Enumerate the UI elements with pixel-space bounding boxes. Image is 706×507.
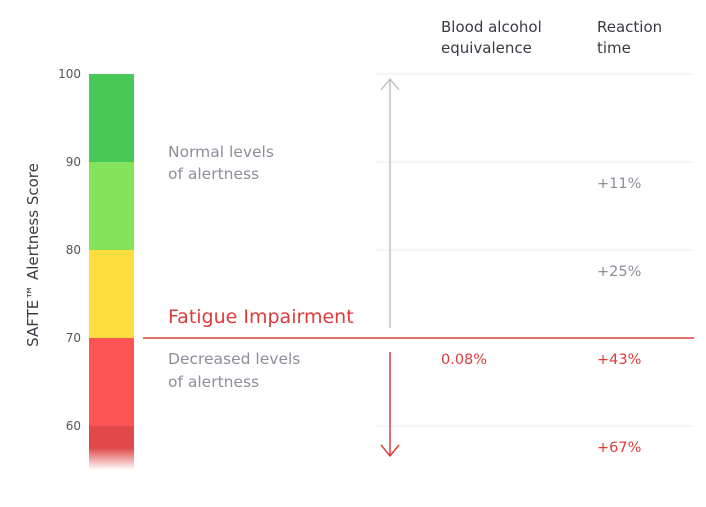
reaction-value-70: +43% [597, 352, 641, 368]
bac-value-70: 0.08% [441, 352, 487, 368]
y-tick-100: 100 [58, 67, 81, 81]
band-70-80 [89, 250, 134, 338]
zone-decreased-line2: of alertness [168, 373, 259, 391]
y-axis-title: SAFTE™ Alertness Score [24, 163, 42, 347]
reaction-value-90: +11% [597, 176, 641, 192]
fatigue-threshold-label: Fatigue Impairment [168, 306, 354, 328]
reaction-value-60: +67% [597, 440, 641, 456]
zone-decreased-line1: Decreased levels [168, 350, 300, 368]
arrow-down-icon [380, 352, 400, 458]
row-values: +11% +25% 0.08% +43% +67% [441, 176, 641, 456]
arrow-up-icon [380, 77, 400, 328]
column-header-bac-line2: equivalence [441, 39, 532, 57]
y-tick-60: 60 [66, 419, 81, 433]
band-80-90 [89, 162, 134, 250]
score-color-bar [89, 74, 134, 470]
arrow-up-head [380, 77, 400, 91]
column-header-reaction-line2: time [597, 39, 631, 57]
arrow-down-head [380, 444, 400, 458]
reaction-value-80: +25% [597, 264, 641, 280]
band-90-100 [89, 74, 134, 162]
band-60-70 [89, 338, 134, 426]
y-tick-80: 80 [66, 243, 81, 257]
row-gridlines [375, 73, 694, 427]
y-tick-70: 70 [66, 331, 81, 345]
column-header-reaction-line1: Reaction [597, 18, 662, 36]
color-bar-fade [89, 448, 134, 470]
y-axis-ticks: 100 90 80 70 60 [58, 67, 81, 433]
zone-normal-line2: of alertness [168, 165, 259, 183]
y-tick-90: 90 [66, 155, 81, 169]
zone-normal-line1: Normal levels [168, 143, 274, 161]
column-header-bac-line1: Blood alcohol [441, 18, 542, 36]
